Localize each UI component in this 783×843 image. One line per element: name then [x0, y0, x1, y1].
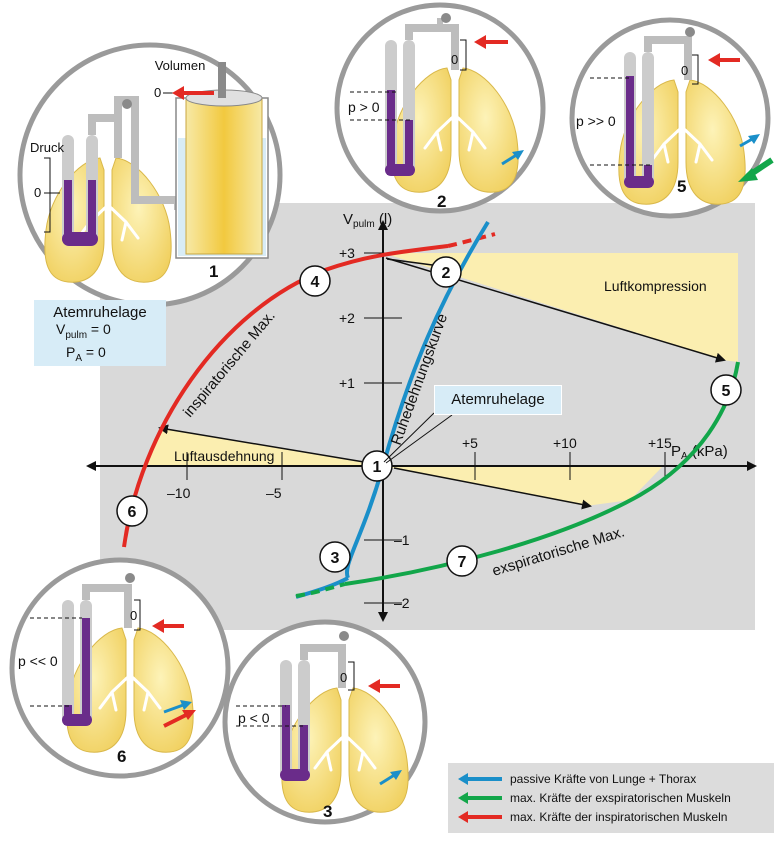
circle2-zero: 0: [451, 52, 458, 67]
y-tick-label: –1: [394, 532, 410, 548]
svg-text:2: 2: [442, 265, 451, 282]
svg-text:3: 3: [331, 550, 340, 567]
circle6-zero: 0: [130, 608, 137, 623]
svg-text:1: 1: [373, 459, 382, 476]
circle6-red-arrow-2: [163, 712, 189, 728]
svg-text:6: 6: [128, 504, 137, 521]
legend-row-expiratory: max. Kräfte der exspiratorischen Muskeln: [456, 788, 766, 807]
point-marker-4: 4: [299, 265, 331, 297]
circle1-volume-label: Volumen: [155, 58, 206, 73]
legend-blue-arrow: [458, 772, 502, 785]
inspiratory-max-curve-dashed: [447, 232, 496, 248]
info-box-volume: Vpulm = 0: [56, 321, 111, 341]
point-marker-6: 6: [116, 495, 148, 527]
svg-text:5: 5: [722, 383, 731, 400]
circle6-pressure: p << 0: [18, 653, 58, 669]
circle3-number: 3: [323, 802, 332, 821]
arrow-1-to-7: [393, 467, 592, 510]
y-axis-label: Vpulm (l): [343, 211, 392, 230]
circle5-number: 5: [677, 177, 686, 196]
circle6-number: 6: [117, 747, 126, 766]
legend: passive Kräfte von Lunge + Thorax max. K…: [448, 763, 774, 833]
circle1-pressure-zero: 0: [34, 185, 41, 200]
legend-row-inspiratory: max. Kräfte der inspiratorischen Muskeln: [456, 807, 766, 826]
circle3-zero: 0: [340, 670, 347, 685]
arrow-1-to-6: [158, 424, 371, 464]
circle2-pressure: p > 0: [348, 99, 380, 115]
legend-label: max. Kräfte der inspiratorischen Muskeln: [510, 809, 728, 824]
point-marker-2: 2: [430, 256, 462, 288]
y-tick-label: +2: [339, 310, 355, 326]
info-box-pressure: PA = 0: [66, 343, 106, 364]
compression-region-lower: [383, 466, 663, 506]
point-marker-5: 5: [710, 374, 742, 406]
axes: [86, 220, 757, 622]
x-tick-label: –10: [167, 485, 191, 501]
x-tick-label: +5: [462, 435, 478, 451]
x-tick-label: +15: [648, 435, 672, 451]
schematic-circle-6: 0 p << 0 6: [9, 557, 231, 779]
legend-label: passive Kräfte von Lunge + Thorax: [510, 771, 697, 786]
legend-green-arrow: [458, 791, 502, 804]
region-label-expansion: Luftausdehnung: [174, 448, 274, 464]
legend-row-passive: passive Kräfte von Lunge + Thorax: [456, 769, 766, 788]
schematic-circle-2: 0 p > 0 2: [334, 2, 546, 214]
callout-resting-position: Atemruhelage: [434, 385, 562, 415]
legend-red-arrow: [458, 810, 502, 823]
expiratory-max-curve: [344, 361, 740, 586]
legend-label: max. Kräfte der exspiratorischen Muskeln: [510, 790, 731, 805]
expansion-region: [147, 428, 383, 466]
callout-pointer: [383, 412, 435, 463]
callout-pointer: [385, 414, 453, 464]
y-tick-label: –2: [394, 595, 410, 611]
inspiratory-max-curve: [122, 244, 449, 548]
circle5-pressure: p >> 0: [576, 113, 616, 129]
circle1-volume-zero: 0: [154, 85, 161, 100]
circle1-number: 1: [209, 262, 218, 281]
y-tick-label: +1: [339, 375, 355, 391]
schematic-circle-1: Volumen 0 Druck 0 1: [17, 42, 283, 308]
svg-text:7: 7: [458, 554, 467, 571]
schematic-circle-5: 0 p >> 0 5: [569, 17, 774, 219]
region-label-compression: Luftkompression: [604, 278, 707, 294]
y-tick-label: +3: [339, 245, 355, 261]
point-marker-7: 7: [446, 545, 478, 577]
circle3-pressure: p < 0: [238, 710, 270, 726]
point-marker-3: 3: [319, 541, 351, 573]
compression-region: [383, 253, 738, 362]
x-tick-label: +10: [553, 435, 577, 451]
point-marker-1: 1: [361, 450, 393, 482]
arrow-1-to-2: [386, 258, 441, 267]
expiratory-max-curve-dashed: [295, 582, 346, 598]
circle1-pressure-label: Druck: [30, 140, 64, 155]
info-box-resting-position: Atemruhelage Vpulm = 0 PA = 0: [34, 300, 166, 366]
info-box-title: Atemruhelage: [53, 304, 147, 321]
x-tick-label: –5: [266, 485, 282, 501]
circle5-zero: 0: [681, 63, 688, 78]
svg-text:4: 4: [311, 274, 320, 291]
schematic-circle-3: 0 p < 0 3: [222, 619, 428, 825]
circle2-number: 2: [437, 192, 446, 211]
